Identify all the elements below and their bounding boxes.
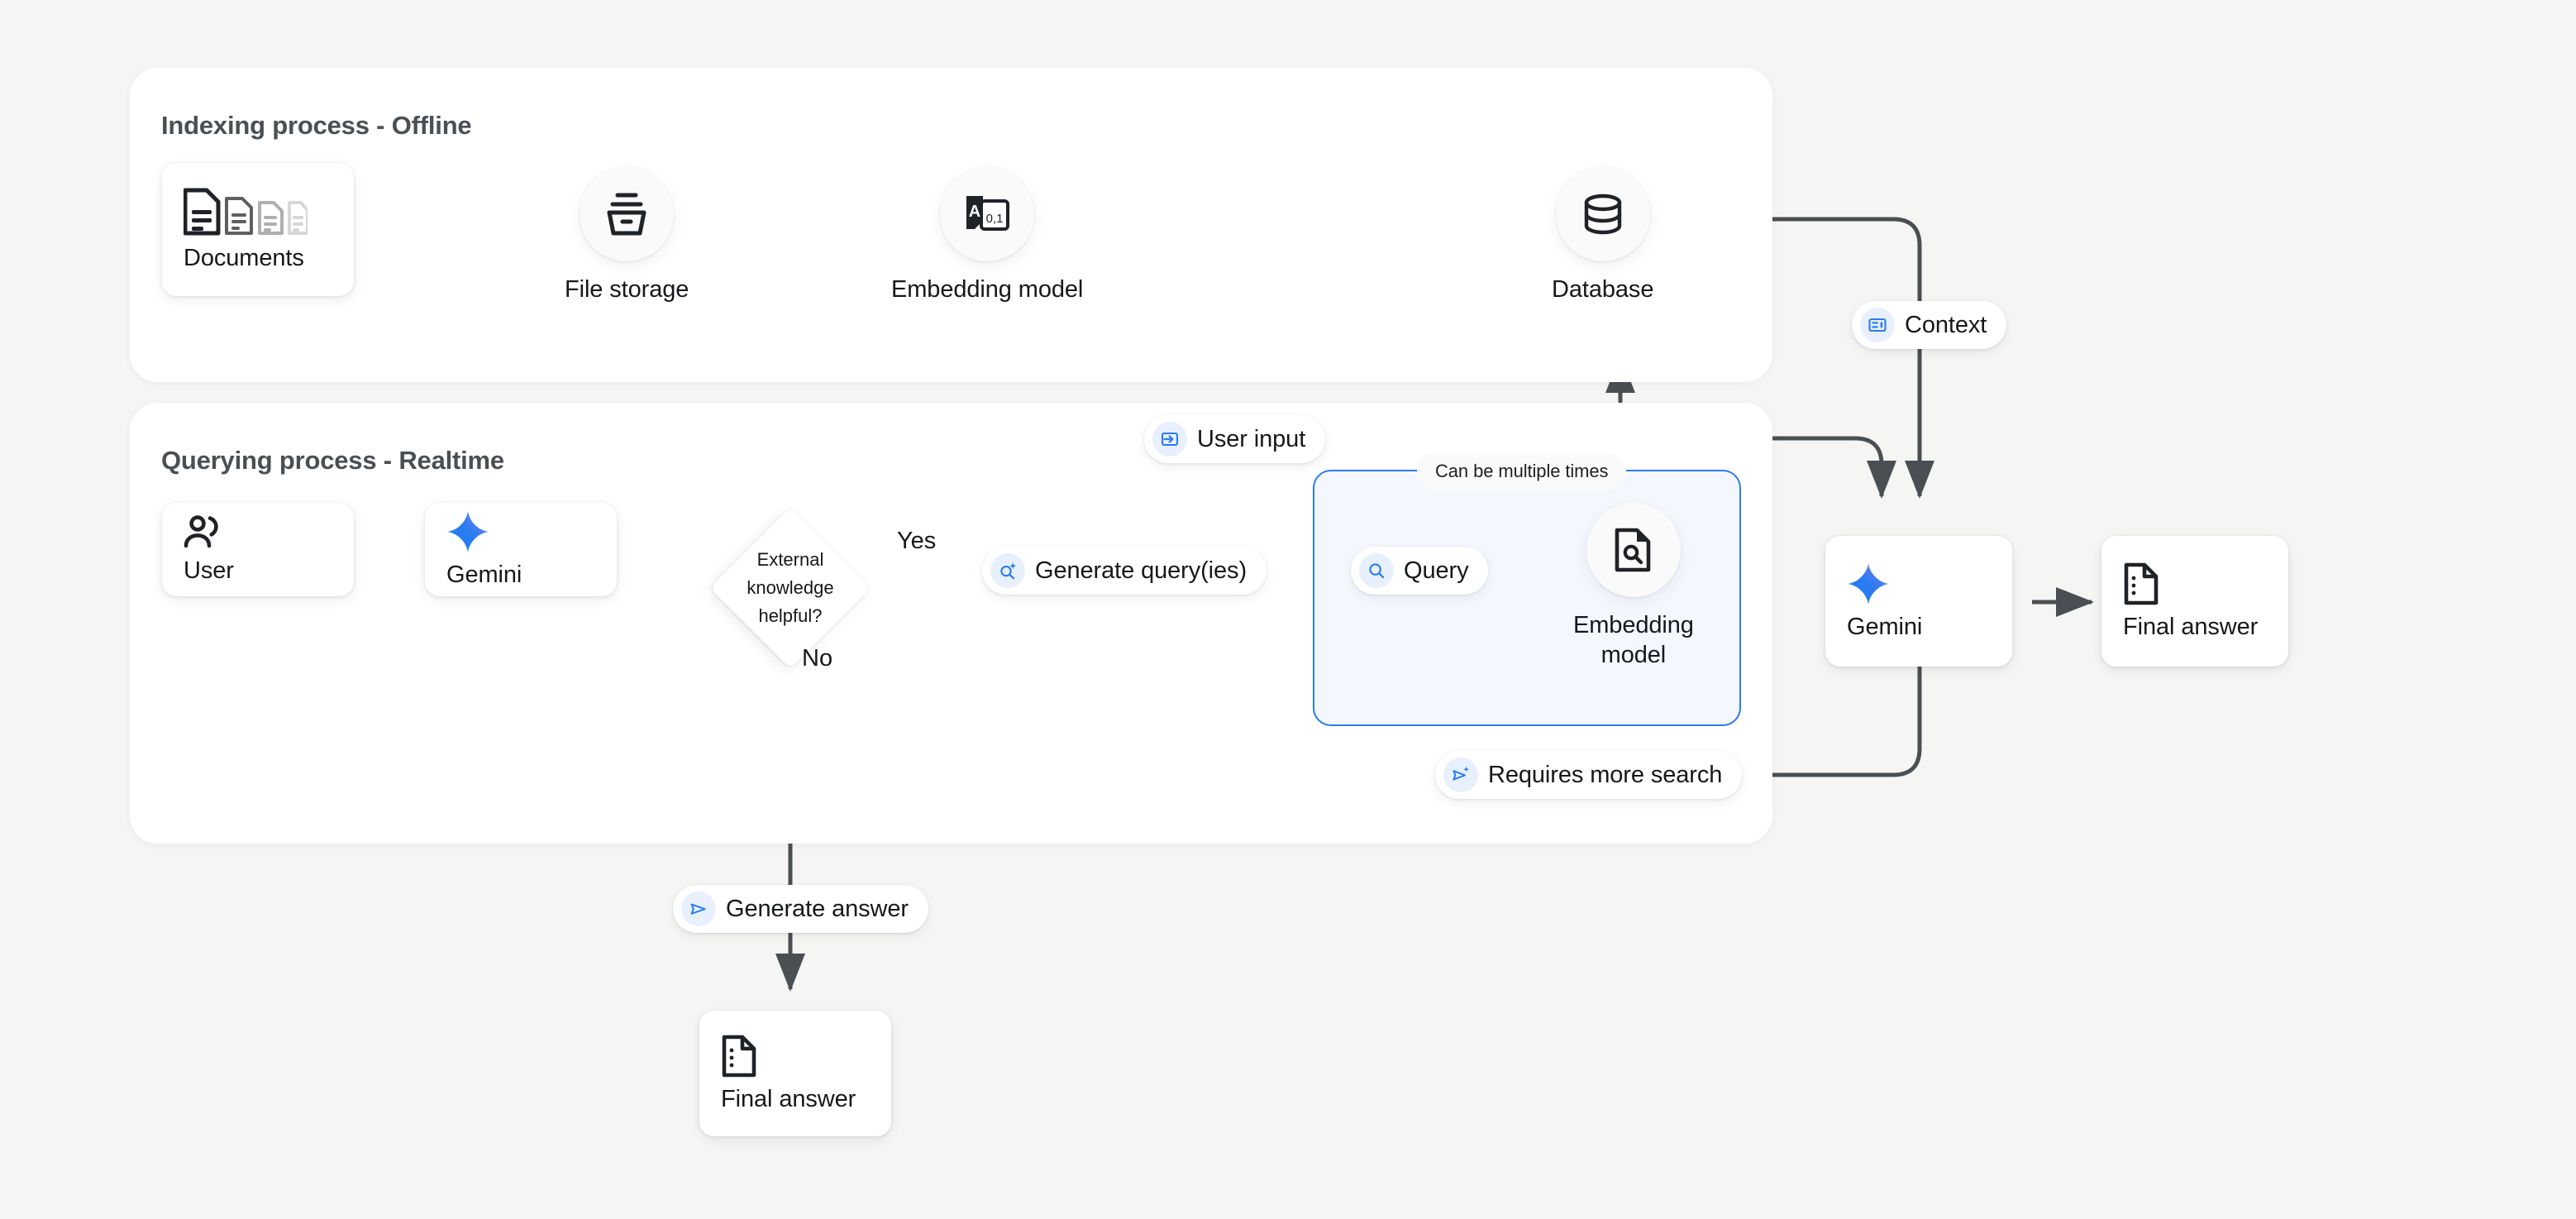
node-embedding-model-loop-label: Embedding model: [1573, 612, 1694, 669]
pill-generate-answer-label: Generate answer: [726, 895, 909, 922]
node-final-answer-bottom-label: Final answer: [721, 1085, 856, 1112]
send-icon: [681, 892, 716, 926]
node-file-storage-label: File storage: [565, 276, 689, 303]
gemini-sparkle-icon: [446, 510, 489, 553]
archive-box-icon: [580, 167, 675, 261]
node-file-storage[interactable]: File storage: [565, 167, 689, 304]
pill-context[interactable]: Context: [1852, 301, 2007, 349]
search-sparkle-icon: [990, 553, 1025, 588]
svg-text:0,1: 0,1: [986, 212, 1004, 226]
edge-label-yes: Yes: [897, 528, 937, 554]
svg-text:A: A: [969, 203, 980, 221]
decision-label: External knowledge helpful?: [747, 548, 834, 627]
node-documents-label: Documents: [184, 245, 304, 271]
answer-document-icon: [2123, 562, 2161, 605]
pill-generate-queries[interactable]: Generate query(ies): [982, 547, 1267, 595]
panel-querying-title: Querying process - Realtime: [161, 446, 504, 475]
pill-context-label: Context: [1905, 311, 1987, 338]
database-cylinder-icon: [1555, 167, 1650, 261]
pill-requires-more-search-label: Requires more search: [1488, 761, 1723, 788]
pill-generate-queries-label: Generate query(ies): [1035, 557, 1247, 584]
documents-stack-icon: [184, 187, 308, 237]
pill-query[interactable]: Query: [1351, 547, 1489, 595]
people-icon: [184, 514, 228, 549]
node-gemini-left[interactable]: Gemini: [425, 503, 617, 596]
pill-can-be-multiple-times: Can be multiple times: [1417, 453, 1627, 490]
pill-generate-answer[interactable]: Generate answer: [673, 885, 928, 933]
node-gemini-left-label: Gemini: [446, 562, 522, 588]
edge-label-no: No: [802, 645, 833, 672]
pill-query-label: Query: [1404, 557, 1469, 584]
node-database[interactable]: Database: [1552, 167, 1653, 304]
document-search-icon: [1586, 503, 1681, 597]
node-embedding-model-indexing-label: Embedding model: [891, 276, 1084, 303]
decision-external-knowledge[interactable]: External knowledge helpful?: [709, 507, 871, 669]
send-sparkle-icon: [1443, 758, 1478, 792]
context-panel-icon: [1860, 308, 1895, 342]
pill-user-input-label: User input: [1197, 425, 1306, 452]
node-database-label: Database: [1552, 276, 1654, 303]
pill-loop-note-label: Can be multiple times: [1435, 461, 1609, 481]
node-user-label: User: [184, 557, 234, 584]
node-final-answer-right-label: Final answer: [2123, 613, 2259, 640]
node-gemini-right[interactable]: Gemini: [1825, 536, 2012, 667]
node-gemini-right-label: Gemini: [1847, 613, 1923, 640]
node-final-answer-right[interactable]: Final answer: [2101, 536, 2288, 667]
node-embedding-model-indexing[interactable]: 0,1 A Embedding model: [891, 167, 1083, 304]
pill-requires-more-search[interactable]: Requires more search: [1435, 751, 1743, 799]
node-final-answer-bottom[interactable]: Final answer: [699, 1011, 891, 1136]
panel-indexing-title: Indexing process - Offline: [161, 111, 472, 140]
pill-user-input[interactable]: User input: [1144, 415, 1326, 463]
node-embedding-model-loop[interactable]: Embedding model: [1573, 503, 1694, 671]
input-arrow-icon: [1152, 422, 1187, 457]
gemini-sparkle-icon: [1847, 562, 1890, 605]
search-icon: [1359, 553, 1394, 588]
answer-document-icon: [721, 1035, 759, 1078]
node-documents[interactable]: Documents: [162, 163, 354, 296]
text-to-vector-icon: 0,1 A: [940, 167, 1035, 261]
node-user[interactable]: User: [162, 503, 354, 596]
